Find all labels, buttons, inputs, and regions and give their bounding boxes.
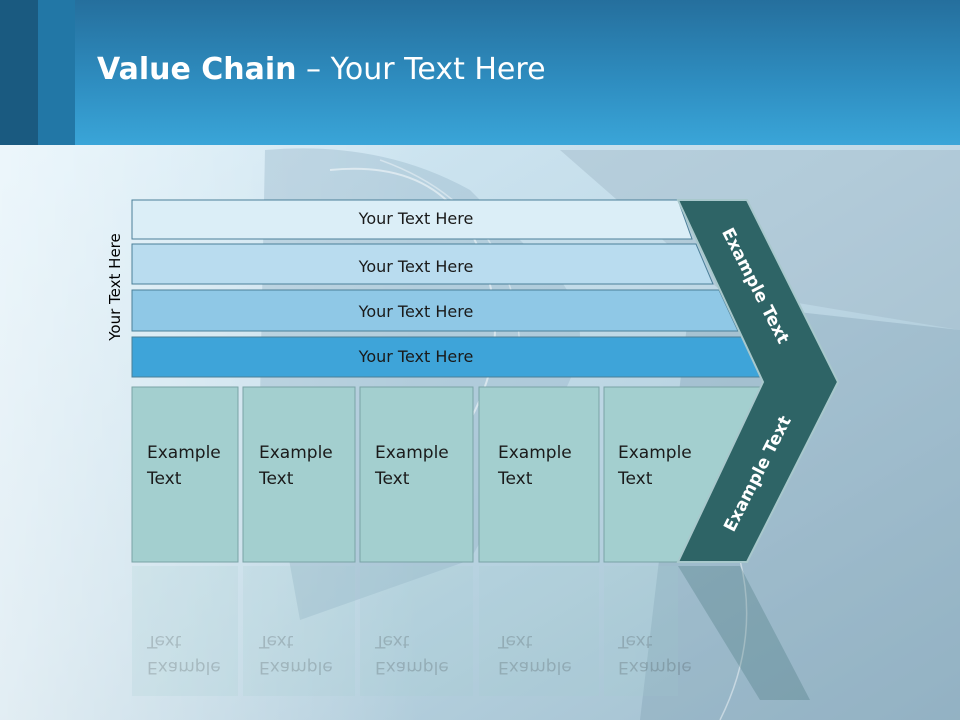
chevron-reflection — [678, 566, 810, 700]
stripe-4-label: Your Text Here — [358, 347, 474, 366]
title-rest: – Your Text Here — [296, 52, 546, 87]
stripe-3 — [131, 289, 739, 332]
chevron-arrow — [676, 199, 840, 563]
stripe-2 — [131, 243, 714, 285]
box-2 — [242, 386, 356, 563]
stripe-3-label: Your Text Here — [358, 302, 474, 321]
title-bold: Value Chain — [97, 52, 297, 87]
page-title: Value Chain – Your Text Here — [97, 52, 546, 87]
box-4 — [478, 386, 600, 563]
header-band — [0, 0, 960, 145]
box-3 — [359, 386, 474, 563]
stripe-1-label: Your Text Here — [358, 209, 474, 228]
box-1 — [131, 386, 239, 563]
stripe-1 — [131, 199, 693, 240]
stripe-2-label: Your Text Here — [358, 257, 474, 276]
header-accent-bar — [38, 0, 75, 145]
header-accent-bar — [0, 0, 38, 145]
